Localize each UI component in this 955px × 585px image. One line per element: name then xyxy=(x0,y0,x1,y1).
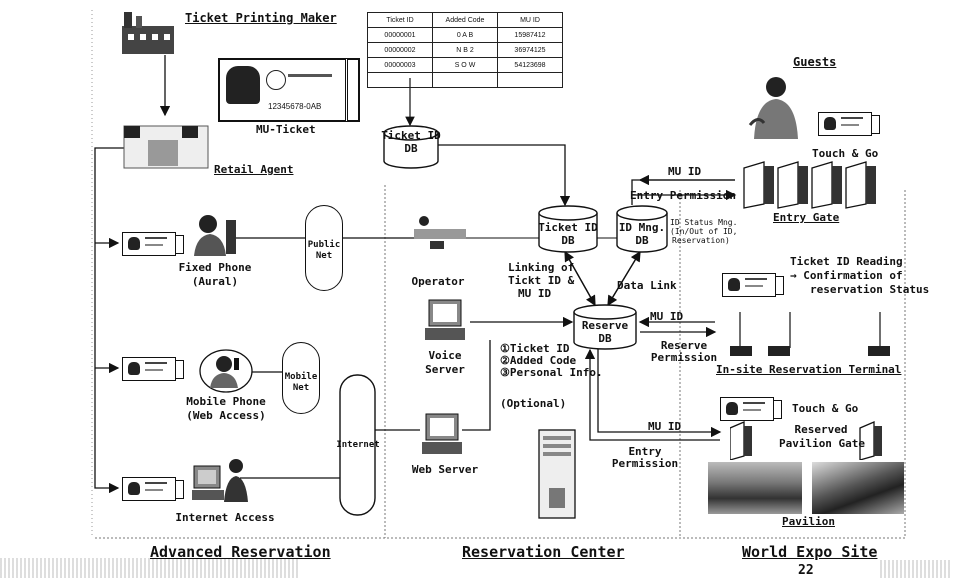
web-server-icon xyxy=(420,412,464,456)
table-row xyxy=(368,73,563,88)
section-reservation-center: Reservation Center xyxy=(462,543,625,561)
reserve-db-label-bottom: DB xyxy=(565,333,645,345)
linking-label-2: Tickt ID & xyxy=(508,275,574,287)
linking-label-3: MU ID xyxy=(518,288,551,300)
mobile-phone-label-1: Mobile Phone xyxy=(176,396,276,408)
reserve-db-label-top: Reserve xyxy=(565,320,645,332)
server-tower-icon xyxy=(537,428,577,520)
mu-ticket-label: MU-Ticket xyxy=(256,124,316,136)
id-mng-db-label-top: ID Mng. xyxy=(608,222,676,234)
table-cell: 0 A B xyxy=(433,28,498,43)
fixed-phone-person-icon xyxy=(190,212,240,258)
entry-permission-bottom-2: Permission xyxy=(608,458,682,470)
public-net-label-2: Net xyxy=(305,251,343,261)
mu-ticket-card-icon xyxy=(122,232,176,256)
operator-icon xyxy=(410,215,470,255)
mu-id-bottom-label: MU ID xyxy=(648,421,681,433)
retail-store-icon xyxy=(120,122,212,172)
mu-ticket-card-icon xyxy=(722,273,776,297)
ticket-id-table: Ticket ID Added Code MU ID 00000001 0 A … xyxy=(367,12,563,88)
ticket-id-db2-label-top: Ticket ID xyxy=(527,222,609,234)
touch-go-label-top: Touch & Go xyxy=(812,148,878,160)
pavilion-label: Pavilion xyxy=(782,516,835,528)
id-status-label-1: ID Status Mng. xyxy=(670,218,737,227)
guests-label: Guests xyxy=(793,56,836,68)
info-item-3: ③Personal Info. xyxy=(500,367,603,379)
reservation-terminal-icon xyxy=(718,300,918,360)
retail-agent-label: Retail Agent xyxy=(214,164,293,176)
mu-ticket-card: 12345678-0AB xyxy=(218,58,360,122)
table-cell: N B 2 xyxy=(433,43,498,58)
table-row: 00000002 N B 2 36974125 xyxy=(368,43,563,58)
voice-server-icon xyxy=(423,298,467,342)
mobile-net-label-2: Net xyxy=(282,383,320,393)
ticket-number: 12345678-0AB xyxy=(268,102,321,111)
voice-server-label-1: Voice xyxy=(410,350,480,362)
table-header-row: Ticket ID Added Code MU ID xyxy=(368,13,563,28)
internet-label: Internet xyxy=(334,440,382,450)
data-link-label: Data Link xyxy=(617,280,677,292)
id-status-label-2: (In/Out of ID, xyxy=(670,227,737,236)
pavilion-photo xyxy=(708,462,802,514)
table-cell: 54123698 xyxy=(498,58,563,73)
table-row: 00000003 S O W 54123698 xyxy=(368,58,563,73)
table-header: Ticket ID xyxy=(368,13,433,28)
mu-ticket-card-icon xyxy=(818,112,872,136)
ticket-printed-text xyxy=(288,74,332,77)
ticket-reading-label-1: Ticket ID Reading xyxy=(790,256,903,268)
entry-gate-icon xyxy=(740,160,890,210)
table-cell: 15987412 xyxy=(498,28,563,43)
table-cell: 36974125 xyxy=(498,43,563,58)
pavilion-gate-label-1: Reserved xyxy=(776,424,866,436)
table-header: MU ID xyxy=(498,13,563,28)
ticket-maker-label: Ticket Printing Maker xyxy=(185,12,337,24)
pavilion-gate-label-2: Pavilion Gate xyxy=(770,438,874,450)
mu-ticket-card-icon xyxy=(720,397,774,421)
mobile-phone-label-2: (Web Access) xyxy=(176,410,276,422)
ticket-id-db-label-top: Ticket ID xyxy=(370,130,452,142)
mu-id-top-label: MU ID xyxy=(668,166,701,178)
ticket-reading-label-3: reservation Status xyxy=(810,284,929,296)
entry-permission-top-label: Entry Permission xyxy=(630,190,736,202)
optional-label: (Optional) xyxy=(500,398,566,410)
section-world-expo-site: World Expo Site xyxy=(742,543,877,561)
mu-ticket-card-icon xyxy=(122,477,176,501)
mobile-net-label-1: Mobile xyxy=(282,372,320,382)
mobile-phone-person-icon xyxy=(198,348,254,394)
linking-label-1: Linking of xyxy=(508,262,574,274)
ticket-portrait-icon xyxy=(226,66,260,104)
guests-person-icon xyxy=(748,75,804,141)
entry-gate-label: Entry Gate xyxy=(773,212,839,224)
fixed-phone-label-1: Fixed Phone xyxy=(170,262,260,274)
reserve-permission-label-2: Permission xyxy=(644,352,724,364)
internet-access-user-icon xyxy=(192,456,250,506)
web-server-label: Web Server xyxy=(400,464,490,476)
public-net-label-1: Public xyxy=(305,240,343,250)
id-mng-db-label-bottom: DB xyxy=(608,235,676,247)
touch-go-label-bottom: Touch & Go xyxy=(792,403,858,415)
table-cell: S O W xyxy=(433,58,498,73)
table-cell: 00000003 xyxy=(368,58,433,73)
insite-terminal-label: In-site Reservation Terminal xyxy=(716,364,901,376)
ticket-stub xyxy=(345,58,360,122)
factory-icon xyxy=(118,8,178,56)
internet-access-label: Internet Access xyxy=(170,512,280,524)
fixed-phone-label-2: (Aural) xyxy=(170,276,260,288)
table-cell: 00000001 xyxy=(368,28,433,43)
ticket-reading-label-2: → Confirmation of xyxy=(790,270,903,282)
mu-ticket-card-icon xyxy=(122,357,176,381)
pavilion-photo xyxy=(812,462,904,514)
id-status-label-3: Reservation) xyxy=(672,236,730,245)
ticket-logo-icon xyxy=(266,70,286,90)
operator-label: Operator xyxy=(405,276,471,288)
page-number: 22 xyxy=(798,565,814,577)
table-header: Added Code xyxy=(433,13,498,28)
table-cell: 00000002 xyxy=(368,43,433,58)
ticket-id-db-label-bottom: DB xyxy=(370,143,452,155)
section-advanced-reservation: Advanced Reservation xyxy=(150,543,331,561)
voice-server-label-2: Server xyxy=(410,364,480,376)
table-row: 00000001 0 A B 15987412 xyxy=(368,28,563,43)
ticket-id-db2-label-bottom: DB xyxy=(527,235,609,247)
mu-id-mid-label: MU ID xyxy=(650,311,683,323)
